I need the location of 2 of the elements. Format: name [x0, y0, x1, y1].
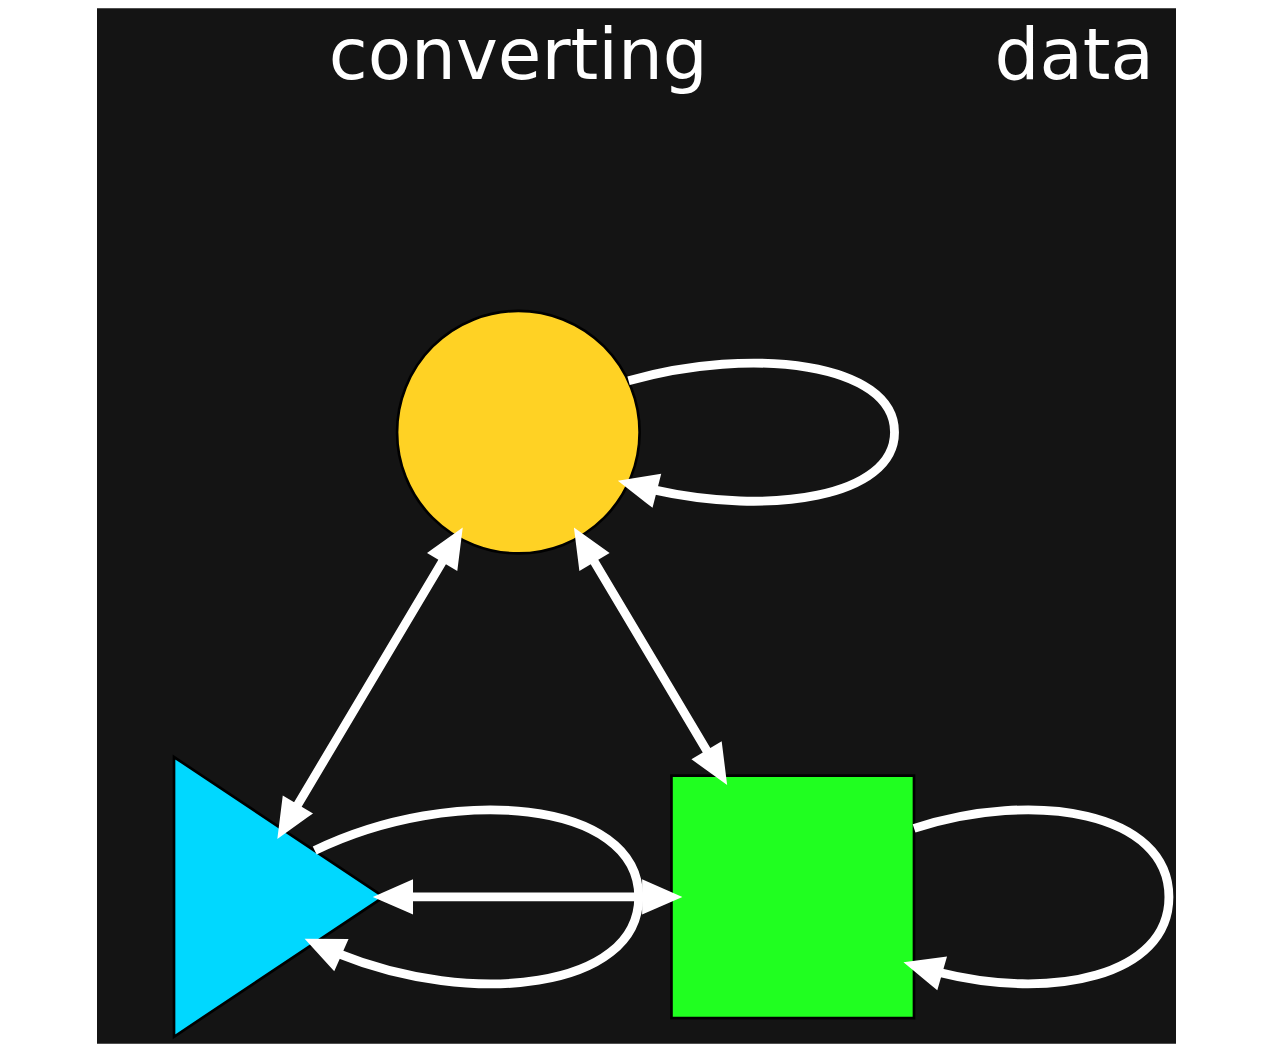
label: converting [328, 13, 708, 96]
label: data [993, 13, 1154, 96]
